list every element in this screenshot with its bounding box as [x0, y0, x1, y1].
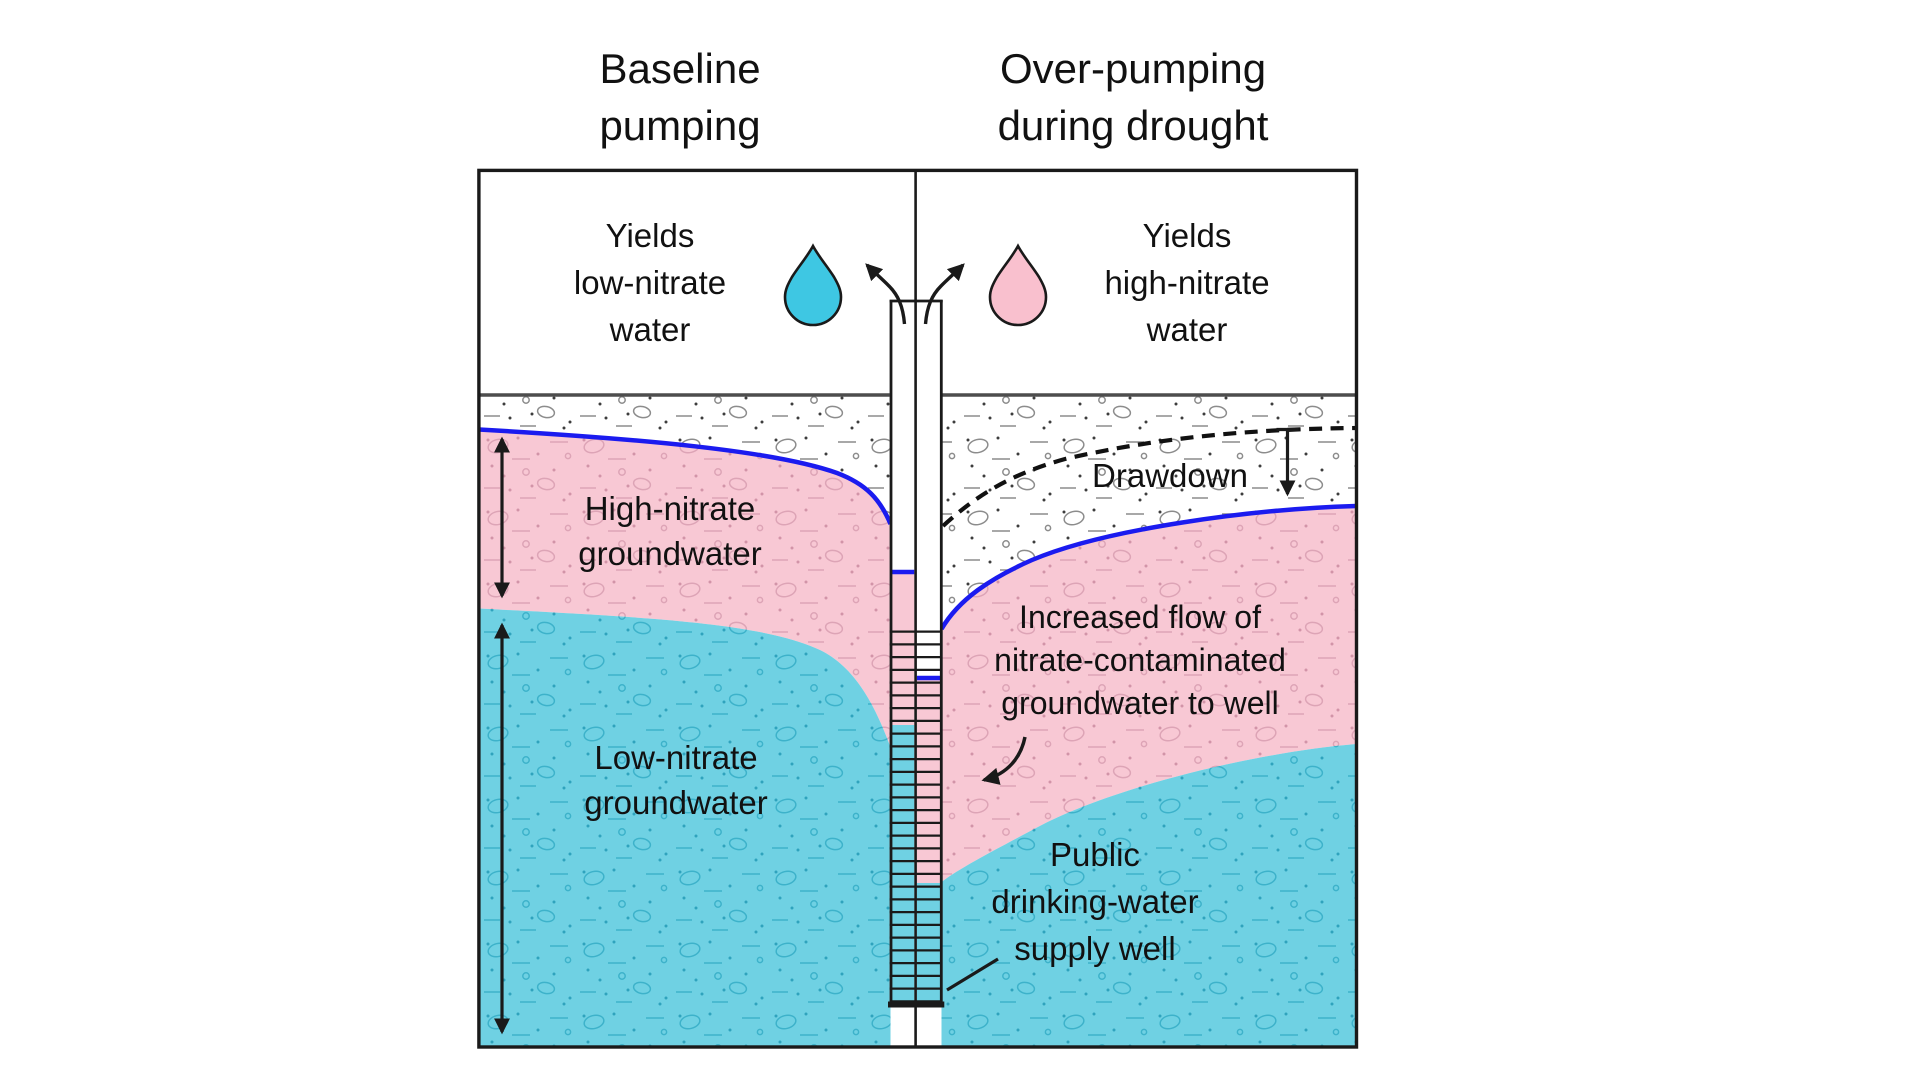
pumped-water-arrow-left	[865, 263, 907, 325]
water-table-right	[939, 503, 1357, 631]
yields-high-nitrate-label: Yields high-nitrate water	[1104, 212, 1269, 353]
left-title-line1: Baseline	[599, 45, 761, 92]
yields-high-line1: Yields	[1142, 217, 1232, 254]
well-right-cyan-column	[916, 883, 941, 1003]
water-drop-icon-low-nitrate	[783, 243, 843, 327]
drawdown-text: Drawdown	[1092, 457, 1248, 494]
left-title-line2: pumping	[599, 102, 761, 149]
low-nitrate-layer-right-texture	[941, 744, 1356, 1046]
increased-flow-line3: groundwater to well	[1001, 685, 1279, 721]
high-nitrate-layer-left-texture	[479, 429, 891, 747]
public-supply-well-label: Public drinking-water supply well	[991, 831, 1198, 972]
high-nitrate-line2: groundwater	[578, 535, 762, 572]
low-nitrate-groundwater-label: Low-nitrate groundwater	[584, 735, 767, 825]
drawdown-arrow	[1276, 427, 1299, 497]
drawdown-label: Drawdown	[1092, 452, 1248, 499]
left-panel-title: Baseline pumping	[599, 40, 760, 154]
well-left-pink-column	[891, 572, 915, 725]
unsaturated-zone-left	[479, 396, 891, 524]
right-title-line1: Over-pumping	[999, 45, 1267, 92]
increased-flow-line2: nitrate-contaminated	[994, 642, 1286, 678]
high-nitrate-layer-right-texture	[941, 506, 1356, 882]
increased-flow-line1: Increased flow of	[1019, 599, 1261, 635]
aquifer-layers	[479, 396, 1356, 1046]
yields-low-line2: low-nitrate	[573, 264, 727, 301]
low-nitrate-line1: Low-nitrate	[594, 739, 758, 776]
high-nitrate-line1: High-nitrate	[584, 490, 756, 527]
pumped-water-arrow-right	[923, 263, 965, 325]
yields-high-line3: water	[1146, 311, 1228, 348]
low-nitrate-line2: groundwater	[584, 784, 768, 821]
yields-high-line2: high-nitrate	[1104, 264, 1270, 301]
water-table-left	[478, 427, 893, 525]
high-nitrate-groundwater-label: High-nitrate groundwater	[578, 486, 761, 576]
well-left-cyan-column	[891, 725, 915, 1003]
supply-well-line2: drinking-water	[991, 883, 1199, 920]
supply-well-line1: Public	[1050, 836, 1140, 873]
supply-well-line3: supply well	[1014, 930, 1176, 967]
low-nitrate-layer-left-texture	[479, 608, 891, 1046]
right-title-line2: during drought	[997, 102, 1269, 149]
flow-to-well-arrow	[981, 736, 1027, 785]
yields-low-line3: water	[609, 311, 691, 348]
unsaturated-zone-right	[941, 396, 1356, 629]
yields-low-nitrate-label: Yields low-nitrate water	[574, 212, 726, 353]
figure-border	[477, 168, 1359, 1049]
water-drop-icon-high-nitrate	[988, 243, 1048, 327]
well-leader-line	[946, 957, 999, 992]
increased-flow-label: Increased flow of nitrate-contaminated g…	[994, 596, 1286, 725]
yields-low-line1: Yields	[605, 217, 695, 254]
right-panel-title: Over-pumping during drought	[998, 40, 1269, 154]
